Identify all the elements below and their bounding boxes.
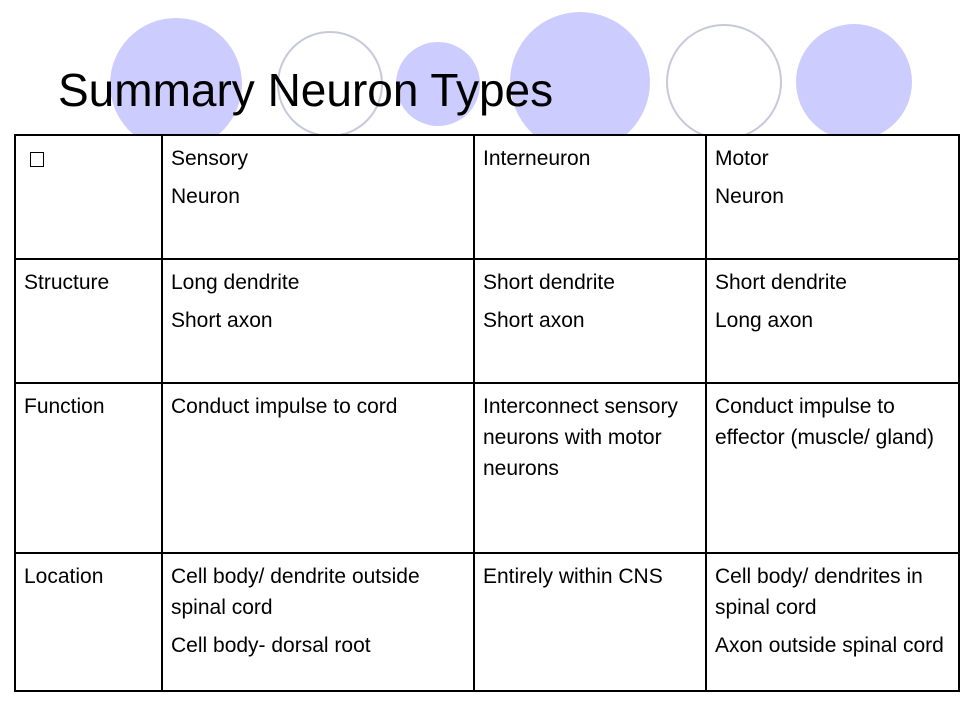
- table-row: Function Conduct impulse to cord Interco…: [14, 382, 960, 554]
- table-row: Structure Long dendrite Short axon Short…: [14, 258, 960, 384]
- decor-circle-filled-1: [110, 18, 242, 150]
- row-label-text: Location: [24, 565, 104, 588]
- table-cell: Conduct impulse to effector (muscle/ gla…: [705, 382, 960, 554]
- cell-text: Cell body/ dendrite outside spinal cord: [171, 565, 420, 619]
- cell-text: Cell body- dorsal root: [171, 634, 371, 657]
- table-cell: Entirely within CNS: [473, 552, 707, 692]
- page-title: Summary Neuron Types: [58, 64, 554, 116]
- decor-circle-filled-3: [510, 12, 650, 152]
- table-header-row: Sensory Neuron Interneuron Motor Neuron: [14, 134, 960, 260]
- cell-text: Long dendrite: [171, 271, 300, 294]
- cell-text: Short axon: [171, 309, 273, 332]
- header-text: Neuron: [171, 185, 240, 208]
- table-cell: Short dendrite Short axon: [473, 258, 707, 384]
- decor-circle-filled-4: [796, 24, 912, 140]
- header-cell-motor: Motor Neuron: [705, 134, 960, 260]
- table-row: Location Cell body/ dendrite outside spi…: [14, 552, 960, 692]
- header-text: Motor: [715, 147, 769, 170]
- row-label: Function: [14, 382, 163, 554]
- cell-text: Conduct impulse to effector (muscle/ gla…: [715, 395, 935, 449]
- cell-text: Cell body/ dendrites in spinal cord: [715, 565, 923, 619]
- header-text: Neuron: [715, 185, 784, 208]
- table-cell: Long dendrite Short axon: [161, 258, 475, 384]
- table-cell: Conduct impulse to cord: [161, 382, 475, 554]
- header-cell-interneuron: Interneuron: [473, 134, 707, 260]
- neuron-summary-table: Sensory Neuron Interneuron Motor Neuron …: [14, 134, 960, 692]
- cell-text: Conduct impulse to cord: [171, 395, 398, 418]
- decor-circle-outline-2: [666, 24, 782, 140]
- cell-text: Entirely within CNS: [483, 565, 663, 588]
- table-corner-cell: [14, 134, 163, 260]
- row-label-text: Structure: [24, 271, 110, 294]
- cell-text: Long axon: [715, 309, 814, 332]
- table-cell: Cell body/ dendrites in spinal cord Axon…: [705, 552, 960, 692]
- table-cell: Cell body/ dendrite outside spinal cord …: [161, 552, 475, 692]
- decor-circle-filled-2: [396, 42, 480, 126]
- row-label: Location: [14, 552, 163, 692]
- header-text: Sensory: [171, 147, 249, 170]
- row-label-text: Function: [24, 395, 105, 418]
- empty-box-icon: [30, 152, 44, 167]
- table-cell: Interconnect sensory neurons with motor …: [473, 382, 707, 554]
- cell-text: Short dendrite: [483, 271, 615, 294]
- cell-text: Interconnect sensory neurons with motor …: [483, 395, 678, 480]
- cell-text: Short dendrite: [715, 271, 847, 294]
- row-label: Structure: [14, 258, 163, 384]
- header-text: Interneuron: [483, 147, 591, 170]
- cell-text: Axon outside spinal cord: [715, 634, 944, 657]
- header-cell-sensory: Sensory Neuron: [161, 134, 475, 260]
- cell-text: Short axon: [483, 309, 585, 332]
- table-cell: Short dendrite Long axon: [705, 258, 960, 384]
